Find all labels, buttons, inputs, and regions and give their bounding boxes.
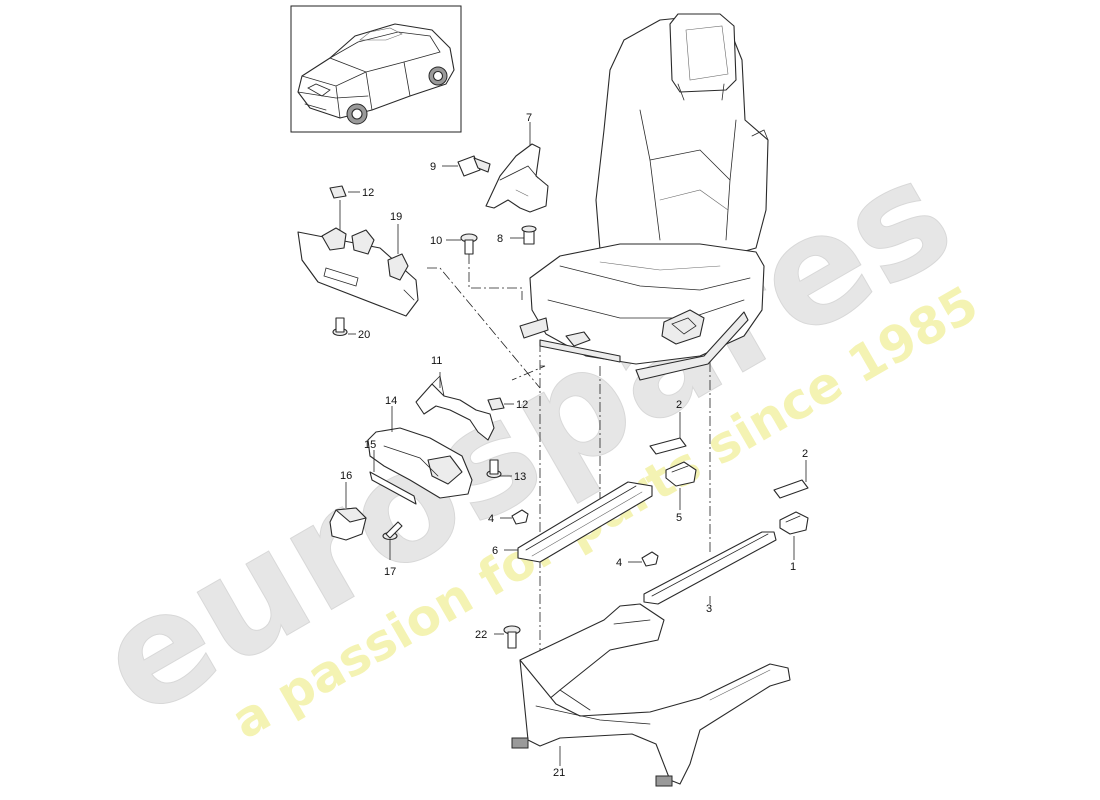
part-10-screw: [446, 233, 478, 255]
part-6-rail-cover: [504, 481, 653, 563]
callout-9: 9: [430, 161, 436, 173]
callout-4-upper: 4: [488, 513, 494, 525]
callout-2-upper: 2: [676, 399, 682, 411]
callout-16: 16: [340, 470, 352, 482]
seat-assembly: [519, 13, 769, 381]
suv-illustration: [297, 23, 455, 125]
callout-13: 13: [514, 471, 526, 483]
callout-12-lower: 12: [516, 399, 528, 411]
part-13-screw: [486, 459, 512, 479]
callout-12-upper: 12: [362, 187, 374, 199]
callout-8: 8: [497, 233, 503, 245]
callout-7: 7: [526, 112, 532, 124]
callout-1: 1: [790, 561, 796, 573]
callout-20: 20: [358, 329, 370, 341]
callout-17: 17: [384, 566, 396, 578]
part-1-clip: [779, 511, 809, 560]
callout-22: 22: [475, 629, 487, 641]
callout-4-lower: 4: [616, 557, 622, 569]
part-4-plug-upper: [500, 509, 529, 525]
callout-10: 10: [430, 235, 442, 247]
callout-5: 5: [676, 512, 682, 524]
part-7-cover: [485, 122, 549, 213]
part-3-rail-cover: [643, 531, 777, 605]
callout-3: 3: [706, 603, 712, 615]
part-8-bolt: [510, 225, 537, 245]
part-5-clip: [665, 461, 697, 510]
callout-15: 15: [364, 439, 376, 451]
callout-6: 6: [492, 545, 498, 557]
part-9-screw: [442, 155, 491, 177]
part-14-panel: [367, 406, 473, 499]
part-12-clip-upper: [329, 185, 360, 230]
callout-2-right: 2: [802, 448, 808, 460]
part-19-housing: [297, 224, 419, 317]
callout-19: 19: [390, 211, 402, 223]
callouts: 7 9 12 19 10 8 20 11 14 12 2 15 2 16 13 …: [340, 112, 808, 779]
part-11-bracket: [415, 372, 495, 441]
part-15-trim: [369, 450, 417, 505]
part-17-screw: [382, 521, 403, 560]
part-20-screw: [332, 317, 356, 337]
callout-21: 21: [553, 767, 565, 779]
part-12-clip-lower: [487, 397, 514, 411]
part-21-frame: [511, 603, 791, 787]
part-2-cap-upper: [649, 412, 687, 455]
part-22-bolt: [494, 625, 521, 649]
vehicle-thumbnail: [290, 5, 462, 133]
part-16-cap: [329, 482, 367, 541]
part-4-plug-lower: [628, 551, 659, 567]
callout-11: 11: [431, 355, 442, 367]
callout-14: 14: [385, 395, 397, 407]
assembly-guides: [427, 254, 711, 660]
part-2-cap-right: [773, 460, 809, 499]
